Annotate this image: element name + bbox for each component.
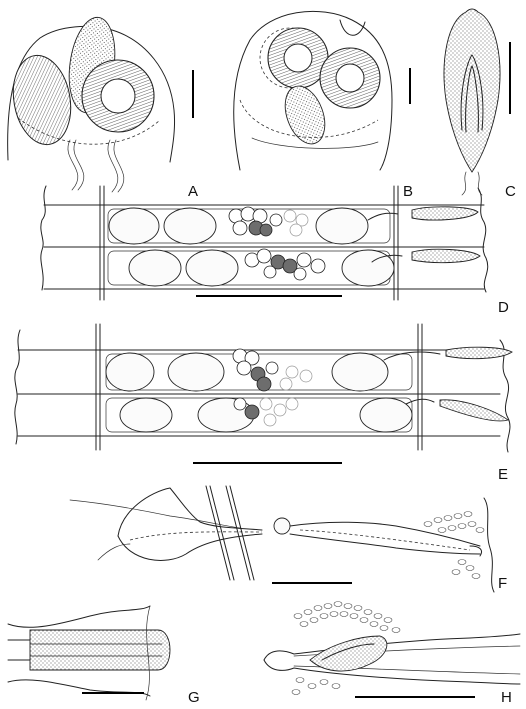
panel-g (7, 605, 171, 701)
panel-label-c: C (505, 183, 516, 200)
panel-label-a: A (188, 183, 198, 200)
panel-label-g: G (188, 689, 200, 706)
panel-f (69, 485, 495, 593)
panel-h (263, 601, 521, 698)
panel-b (233, 10, 411, 171)
panel-label-h: H (501, 689, 512, 706)
panel-a (7, 16, 194, 193)
panel-d (40, 185, 489, 301)
panel-e (14, 323, 513, 464)
panel-label-f: F (498, 575, 507, 592)
panel-c (443, 8, 511, 196)
panel-label-b: B (403, 183, 413, 200)
panel-label-e: E (498, 466, 508, 483)
panel-label-d: D (498, 299, 509, 316)
